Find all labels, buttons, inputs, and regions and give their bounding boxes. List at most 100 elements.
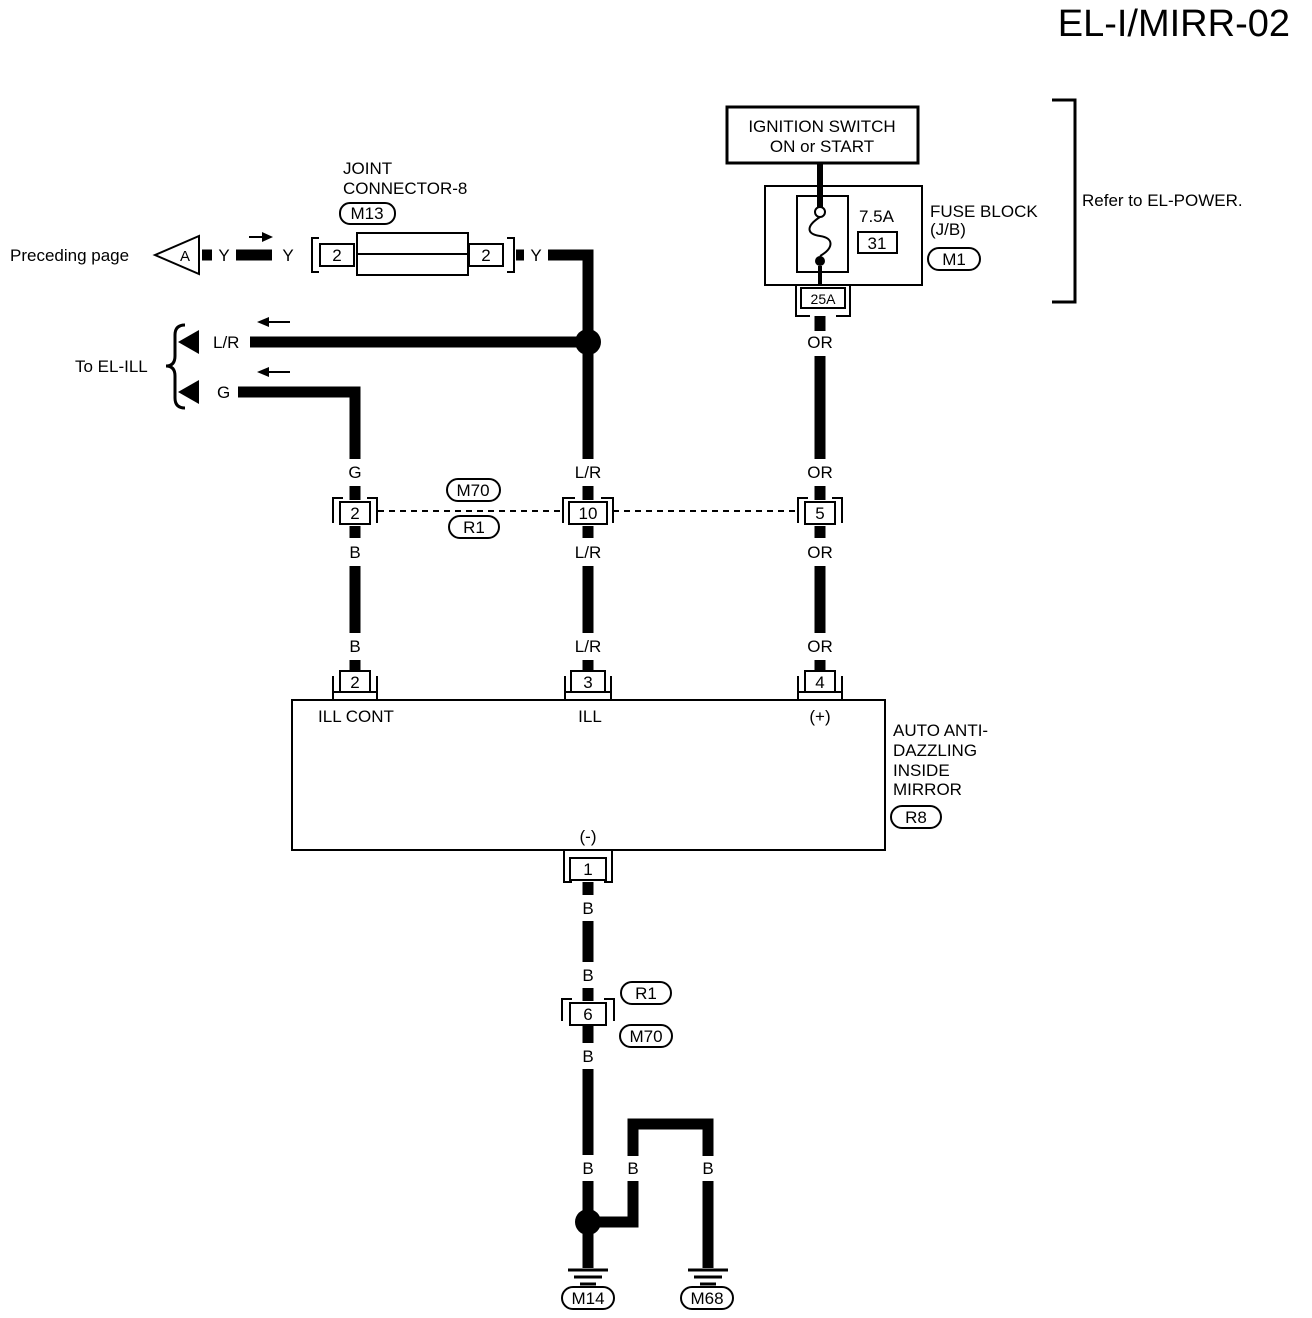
joint-connector-pin-in: 2: [332, 246, 341, 265]
harness-pin-box: [339, 501, 371, 525]
wire-color-power-mid: OR: [807, 543, 833, 562]
wire-color-ill-cont-mid: B: [349, 543, 360, 562]
mirror-terminal-power: (+): [809, 707, 830, 726]
wire-color-ill-bottom: L/R: [575, 637, 601, 656]
ground-harness-pin: 6: [583, 1005, 592, 1024]
harness-id-top-pill: [446, 478, 501, 502]
fuse-terminal-label: 25A: [811, 291, 837, 307]
fuse-terminal-box: [800, 287, 846, 309]
wire-color-power-top: OR: [807, 463, 833, 482]
joint-connector-label-1: JOINT: [343, 159, 392, 178]
ground-harness-bracket: [561, 998, 615, 1021]
mirror-pin-box: [804, 670, 836, 693]
fuse-block-connector-id: M1: [942, 250, 966, 269]
flow-arrow-left-icon-1: [257, 317, 269, 327]
joint-connector-left-bracket: [311, 237, 319, 273]
mirror-ground-pin-box: [569, 857, 607, 881]
mirror-terminal-ill: ILL: [578, 707, 602, 726]
mirror-connector-id: R8: [905, 808, 927, 827]
mirror-pin-box: [570, 670, 606, 693]
to-illumination-brace: [165, 323, 186, 410]
junction-dot: [575, 329, 601, 355]
harness-connector: 2 10 5 M70 R1: [332, 478, 843, 539]
joint-connector: JOINT CONNECTOR-8 M13 2 2: [311, 159, 515, 276]
fuse-number-box: [857, 231, 898, 254]
preceding-page-marker-triangle: [152, 234, 200, 276]
ground-harness-id-top-pill: [620, 981, 672, 1005]
wire-color-ground-5: B: [627, 1159, 638, 1178]
fuse-element: [808, 216, 832, 257]
harness-pin-box: [804, 501, 836, 525]
ground-point-m68: M68: [690, 1289, 723, 1308]
fuse-terminal-solid: [815, 256, 825, 266]
mirror-pin-box: [339, 670, 371, 693]
ground-junction-dot: [575, 1209, 601, 1235]
fuse-terminal-connector: 25A: [795, 285, 851, 317]
mirror-pin-bracket: [564, 676, 612, 700]
mirror-ground-pin-bracket: [563, 850, 613, 883]
harness-id-bottom-pill: [448, 515, 500, 539]
wire-color-fuse-output: OR: [807, 333, 833, 352]
mirror-body: [291, 699, 886, 851]
joint-connector-id-pill: [339, 202, 396, 225]
harness-pin-bracket: [332, 497, 378, 523]
wire-color-ill-cont-bottom: B: [349, 637, 360, 656]
harness-pin-bracket: [562, 497, 614, 523]
fuse-block: 7.5A 31 FUSE BLOCK (J/B) M1: [764, 185, 1038, 286]
joint-connector-right-bracket: [507, 237, 515, 273]
to-illumination-arrow-g-icon: [178, 380, 199, 404]
fuse-block-label-2: (J/B): [930, 220, 966, 239]
ground-symbol-icon: [688, 1268, 728, 1286]
mirror-pin-ground: 1: [583, 860, 592, 879]
joint-connector-pin-out: 2: [481, 246, 490, 265]
joint-connector-id: M13: [350, 204, 383, 223]
harness-id-bottom: R1: [463, 518, 485, 537]
preceding-page-label: Preceding page: [10, 246, 129, 265]
joint-output-wire: [548, 249, 594, 459]
wire-color-ground-1: B: [582, 899, 593, 918]
wire-color-input: Y: [282, 246, 293, 265]
ignition-switch-label-2: ON or START: [770, 137, 874, 156]
to-illumination-arrow-lr-icon: [178, 330, 199, 354]
mirror-pin-ill: 3: [583, 673, 592, 692]
wire-color-ill-top: L/R: [575, 463, 601, 482]
ignition-switch: IGNITION SWITCH ON or START: [725, 105, 920, 165]
power-reference-bracket: [1052, 98, 1077, 304]
mirror-terminal-ground: (-): [580, 827, 597, 846]
harness-id-top: M70: [456, 481, 489, 500]
joint-connector-label-2: CONNECTOR-8: [343, 179, 467, 198]
fuse-rating: 7.5A: [859, 207, 895, 226]
ill-g-wire: [238, 386, 361, 459]
ground-harness-id-top: R1: [635, 984, 657, 1003]
wire-color-ground-6: B: [702, 1159, 713, 1178]
mirror-name-line-4: MIRROR: [893, 780, 962, 799]
ground-point-pill: [561, 1286, 615, 1310]
flow-arrow-left-icon-2: [257, 367, 269, 377]
mirror-pin-power: 4: [815, 673, 824, 692]
page-title: EL-I/MIRR-02: [1058, 3, 1290, 45]
harness-pin-power: 5: [815, 504, 824, 523]
joint-connector-pin-out-box: [468, 243, 504, 267]
mirror-connector-pins: 2 3 4: [332, 660, 843, 700]
mirror-name-line-1: AUTO ANTI-: [893, 721, 988, 740]
mirror-name-line-3: INSIDE: [893, 761, 950, 780]
fuse-block-label-1: FUSE BLOCK: [930, 202, 1038, 221]
ignition-switch-label-1: IGNITION SWITCH: [748, 117, 895, 136]
wire-color-power-bottom: OR: [807, 637, 833, 656]
wire-color-input-stub: Y: [218, 246, 229, 265]
wire-color-to-ill-lr: L/R: [213, 333, 239, 352]
ground-circuit: 1 B B 6 R1 M70 B B B B M14: [561, 850, 734, 1310]
ground-point-m14: M14: [571, 1289, 604, 1308]
fuse-terminal-open: [814, 206, 826, 218]
power-reference-note: Refer to EL-POWER.: [1082, 191, 1243, 210]
mirror-terminal-ill-cont: ILL CONT: [318, 707, 394, 726]
ground-point-pill: [680, 1286, 734, 1310]
fuse-block-connector-pill: [927, 247, 981, 271]
wire-color-ground-3: B: [582, 1047, 593, 1066]
to-illumination-label: To EL-ILL: [75, 357, 148, 376]
harness-pin-ill-cont: 2: [350, 504, 359, 523]
fuse-number: 31: [868, 234, 887, 253]
joint-connector-pin-in-box: [319, 243, 355, 267]
ground-symbol-icon: [568, 1268, 608, 1286]
